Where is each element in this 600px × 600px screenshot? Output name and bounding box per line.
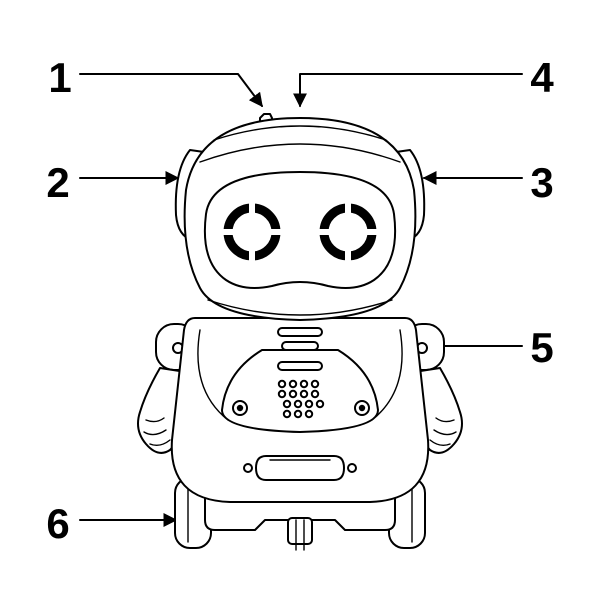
callout-5-label: 5: [530, 324, 553, 371]
callout-1-leader: [79, 73, 263, 108]
callout-3-label: 3: [530, 159, 553, 206]
eye-left: [220, 200, 284, 264]
chest-panel: [221, 349, 379, 433]
body-contour-left: [197, 329, 229, 421]
callout-6-label: 6: [46, 500, 69, 547]
chest-screw-right: [354, 400, 370, 416]
callout-1-label: 1: [48, 54, 71, 101]
rear-caster: [287, 517, 313, 551]
callout-4-leader: [293, 73, 523, 108]
neck-line: [207, 299, 393, 316]
lower-display: [243, 455, 357, 481]
chest-screw-left: [232, 400, 248, 416]
head-top-ridge: [213, 125, 387, 141]
head-visor-ridge: [199, 143, 401, 163]
callout-2-label: 2: [46, 159, 69, 206]
speaker-grille: [277, 379, 325, 419]
body-contour-right: [371, 329, 403, 421]
eye-right: [316, 200, 380, 264]
chest-button-slots: [277, 327, 323, 371]
callout-4-label: 4: [530, 54, 554, 101]
chest-button[interactable]: [281, 341, 319, 351]
